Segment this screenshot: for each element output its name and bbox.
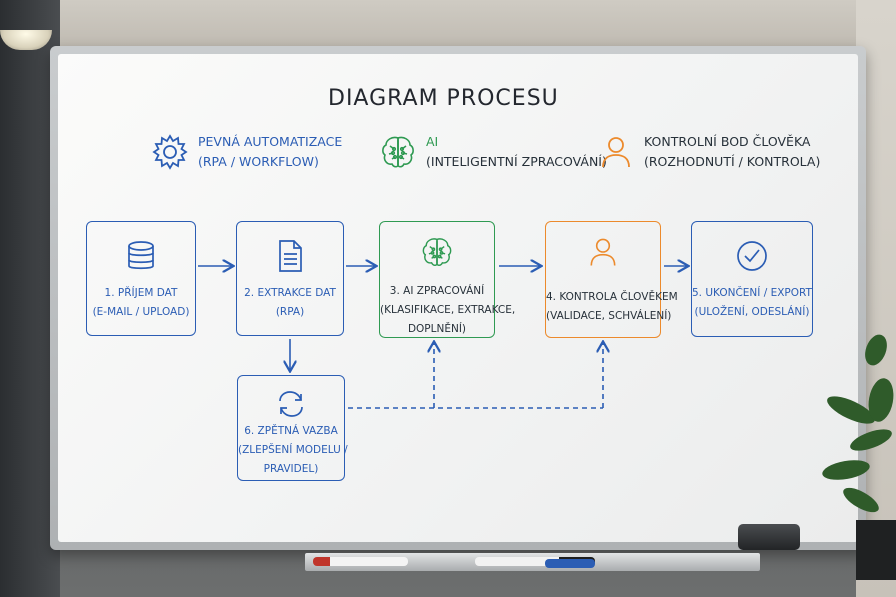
refresh-icon (279, 391, 303, 417)
diagram-title: DIAGRAM PROCESU (328, 86, 559, 111)
step-6-detail-2: PRAVIDEL) (263, 463, 319, 475)
legend-human-subtitle: (ROZHODNUTÍ / KONTROLA) (644, 154, 821, 169)
step-3-box: 3. AI ZPRACOVÁNÍ (KLASIFIKACE, EXTRAKCE,… (379, 221, 516, 338)
step-1-box: 1. PŘÍJEM DAT (E-MAIL / UPLOAD) (86, 221, 196, 336)
brain-icon (382, 136, 414, 168)
step-5-box: 5. UKONČENÍ / EXPORT (ULOŽENÍ, ODESLÁNÍ) (691, 221, 813, 337)
step-4-detail: (VALIDACE, SCHVÁLENÍ) (546, 310, 672, 322)
step-5-detail: (ULOŽENÍ, ODESLÁNÍ) (694, 306, 810, 318)
legend-automation-title: PEVNÁ AUTOMATIZACE (198, 134, 343, 149)
gear-icon (152, 134, 188, 170)
legend-automation-subtitle: (RPA / WORKFLOW) (198, 154, 319, 169)
step-4-label: 4. KONTROLA ČLOVĚKEM (546, 291, 678, 303)
check-circle-icon (737, 241, 767, 271)
legend-ai-subtitle: (INTELIGENTNÍ ZPRACOVÁNÍ) (426, 154, 607, 169)
whiteboard-surface: DIAGRAM PROCESU PEVNÁ AUTOMATIZACE (RPA … (58, 54, 858, 550)
red-marker[interactable] (313, 557, 408, 566)
legend-ai-title: AI (426, 134, 439, 149)
plant (822, 334, 896, 580)
blue-marker[interactable] (545, 559, 595, 568)
step-3-detail: (KLASIFIKACE, EXTRAKCE, (380, 304, 516, 316)
step-2-detail: (RPA) (275, 306, 305, 318)
step-4-box: 4. KONTROLA ČLOVĚKEM (VALIDACE, SCHVÁLEN… (545, 221, 678, 338)
person-icon (590, 238, 616, 266)
brain-icon (422, 238, 452, 266)
step-5-label: 5. UKONČENÍ / EXPORT (692, 287, 812, 299)
legend-human-title: KONTROLNÍ BOD ČLOVĚKA (644, 134, 811, 149)
step-2-label: 2. EXTRAKCE DAT (244, 287, 336, 299)
step-1-detail: (E-MAIL / UPLOAD) (92, 306, 190, 318)
step-6-detail: (ZLEPŠENÍ MODELU / (238, 444, 348, 456)
person-icon (602, 137, 630, 168)
database-icon (128, 241, 154, 270)
document-icon (279, 240, 302, 272)
step-3-detail-2: DOPLNĚNÍ) (407, 323, 467, 335)
ceiling-lamp (0, 30, 52, 50)
step-6-box: 6. ZPĚTNÁ VAZBA (ZLEPŠENÍ MODELU / PRAVI… (237, 375, 348, 481)
whiteboard-eraser[interactable] (738, 524, 800, 550)
step-2-box: 2. EXTRAKCE DAT (RPA) (236, 221, 344, 336)
step-6-label: 6. ZPĚTNÁ VAZBA (244, 425, 338, 437)
whiteboard: DIAGRAM PROCESU PEVNÁ AUTOMATIZACE (RPA … (50, 46, 866, 550)
step-3-label: 3. AI ZPRACOVÁNÍ (389, 285, 485, 297)
marker-tray (305, 553, 760, 571)
black-marker[interactable] (475, 557, 595, 566)
step-1-label: 1. PŘÍJEM DAT (104, 287, 178, 299)
wall-background (60, 0, 860, 50)
flow-arrows (198, 54, 858, 409)
